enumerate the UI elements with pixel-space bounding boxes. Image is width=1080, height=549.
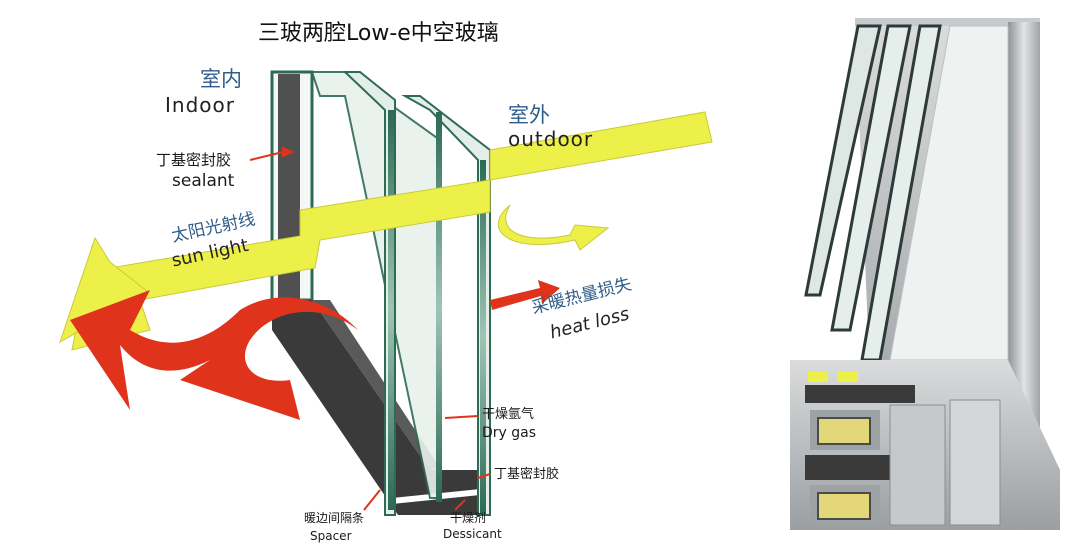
callout-lines <box>249 146 491 511</box>
reflect-arrow <box>498 204 610 251</box>
dry-gas-label-cn: 干燥氩气 <box>482 407 535 422</box>
frame-foam-2 <box>817 492 871 520</box>
frame-gasket-top <box>805 385 915 403</box>
glass-unit <box>270 70 491 516</box>
frame-right-post <box>1008 22 1040 460</box>
frame-chamber-4 <box>889 404 946 526</box>
dry-gas-label-en: Dry gas <box>482 425 537 441</box>
sealant-label-en: sealant <box>172 171 235 191</box>
heat-loss-small-arrow <box>490 280 560 310</box>
spacer-highlight <box>312 300 440 470</box>
frame-yellow-block-1 <box>808 372 828 382</box>
pane-edge-c <box>480 160 486 515</box>
frame-glass-2 <box>830 24 912 332</box>
frame-top-rail <box>855 18 1040 26</box>
frame-yellow-block-2 <box>838 372 858 382</box>
window-frame-section <box>790 18 1060 530</box>
dessicant-label-en: Dessicant <box>443 527 502 541</box>
spacer-label-cn: 暖边间隔条 <box>304 511 365 525</box>
indoor-label-cn: 室内 <box>200 67 242 91</box>
outdoor-label-cn: 室外 <box>508 103 550 127</box>
outdoor-label-en: outdoor <box>508 127 594 151</box>
pane-edge-a <box>388 110 394 510</box>
diagram-title: 三玻两腔Low-e中空玻璃 <box>258 21 499 46</box>
spacer-assembly <box>272 300 490 515</box>
indoor-label-en: Indoor <box>165 93 235 117</box>
frame-foam-1 <box>817 417 871 445</box>
heat-loss-arrow <box>70 280 560 420</box>
sealant-label-cn: 丁基密封胶 <box>156 151 232 169</box>
pane-edge-b <box>436 112 442 502</box>
dessicant-label-cn: 干燥剂 <box>450 511 487 525</box>
frame-chamber-5 <box>949 399 1001 526</box>
spacer-label-en: Spacer <box>310 529 352 543</box>
frame-glass-1 <box>804 24 882 297</box>
sealant-bottom-label-cn: 丁基密封胶 <box>494 467 560 482</box>
